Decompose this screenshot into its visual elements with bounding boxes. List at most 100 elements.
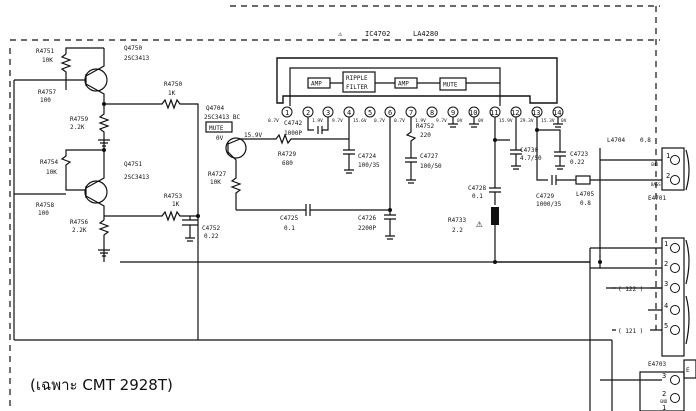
e4703-pin3-num: 3 — [664, 280, 668, 288]
ic-part: LA4280 — [413, 30, 438, 38]
c4730-ref: C4730 — [520, 147, 538, 154]
pin-13-voltage: 15.3V — [541, 118, 555, 124]
lower-connector-pin3-num: 3 — [662, 372, 666, 380]
q4750-ref: Q4750 — [124, 45, 142, 52]
c4730-value: 4.7/50 — [520, 155, 542, 162]
pin-5-voltage: 0.7V — [374, 118, 385, 124]
r4752-value: 220 — [420, 132, 431, 139]
ic-pin-3: 3 — [326, 109, 330, 117]
c4725-ref: C4725 — [280, 215, 298, 222]
c4742-symbol — [307, 117, 329, 134]
r4753-ref: R4753 — [164, 193, 182, 200]
ic-pin-12: 12 — [511, 109, 519, 117]
l4705-symbol — [575, 175, 591, 185]
pin-7-voltage: 1.9V — [415, 118, 426, 124]
c4726-symbol — [384, 117, 396, 240]
e4703-pin4-num: 4 — [664, 302, 668, 310]
e4703-pin2-num: 2 — [664, 260, 668, 268]
ic-internal-wiring — [289, 67, 501, 106]
e4703-ref: E4703 — [648, 361, 666, 368]
r4750-symbol — [104, 98, 199, 340]
pin-3-voltage: 9.7V — [332, 118, 343, 124]
r4753-value: 1K — [172, 201, 180, 208]
e4701-body — [661, 147, 685, 191]
pin-10-voltage: 0V — [478, 118, 484, 124]
r4733-value: 2.2 — [452, 227, 463, 234]
e4701-pin1-num: 1 — [666, 152, 670, 160]
model-footnote: (เฉพาะ CMT 2928T) — [30, 376, 173, 394]
e4701-pin2-label: BASS — [651, 182, 661, 187]
e4701-ref: E4701 — [648, 195, 666, 202]
c4727-value: 100/50 — [420, 163, 442, 170]
q4704-vc: 0V — [216, 135, 224, 142]
wire-r4733 — [494, 225, 590, 263]
lower-connector-pin1-num: 1 — [662, 404, 666, 411]
l4704-value: 0.8 — [640, 137, 651, 144]
c4725-symbol — [236, 204, 390, 216]
wire-pin11 — [494, 117, 510, 180]
r4753-symbol — [104, 210, 198, 222]
e4703-pin1-num: 1 — [664, 240, 668, 248]
r4759-symbol — [98, 104, 110, 140]
ic-body — [276, 57, 558, 104]
r4733-ref: R4733 — [448, 217, 466, 224]
r4756-ref: R4756 — [70, 219, 88, 226]
c4723-symbol — [536, 117, 566, 170]
c4727-ref: C4727 — [420, 153, 438, 160]
r4754-symbol — [60, 140, 105, 191]
ic-pin-13: 13 — [532, 109, 540, 117]
e4701-pin2-circle — [670, 175, 680, 185]
lower-connector-pin3-circle — [670, 375, 680, 385]
c4742-value: 1000P — [284, 130, 302, 137]
q4704-leads — [227, 138, 270, 170]
r4727-value: 10K — [210, 179, 221, 186]
c4742-ref: C4742 — [284, 120, 302, 127]
q4751-ref: Q4751 — [124, 161, 142, 168]
q4704-ve: 15.9V — [244, 132, 262, 139]
l4705-value: 0.8 — [580, 200, 591, 207]
r4751-value: 10K — [42, 57, 53, 64]
pin-12-voltage: 29.3V — [520, 118, 534, 124]
c4729-ref: C4729 — [536, 193, 554, 200]
gnd-pins-9-10 — [448, 117, 479, 128]
ic-amp1-label: AMP — [311, 81, 322, 88]
q4704-part: 2SC3413 BC — [204, 114, 241, 121]
warning-icon-r4733: ⚠ — [476, 217, 483, 230]
r4750-ref: R4750 — [164, 81, 182, 88]
r4729-ref: R4729 — [278, 151, 296, 158]
pin-9-voltage: 0V — [457, 118, 463, 124]
c4724-symbol — [343, 117, 355, 174]
r4756-symbol — [98, 219, 110, 250]
c4726-value: 2200P — [358, 225, 376, 232]
e4701-bracket — [685, 149, 690, 191]
wire-r4757 — [14, 79, 67, 90]
r4751-symbol — [60, 53, 86, 81]
c4730-symbol — [510, 117, 522, 170]
ic-pin-2: 2 — [306, 109, 310, 117]
l4705-ref: L4705 — [576, 191, 594, 198]
lower-connector-wiring — [589, 262, 662, 411]
r4750-value: 1K — [168, 90, 176, 97]
ic-pin-1: 1 — [285, 109, 289, 117]
pin-4-voltage: 15.6V — [353, 118, 367, 124]
ic-mute-label: MUTE — [443, 82, 458, 89]
c4752-ref: C4752 — [202, 225, 220, 232]
c4724-value: 100/35 — [358, 162, 380, 169]
c4729-value: 1000/35 — [536, 201, 562, 208]
e4703-pin4-circle — [670, 305, 680, 315]
r4752-ref: R4752 — [416, 123, 434, 130]
r4727-ref: R4727 — [208, 171, 226, 178]
ic-pins: 1 2 3 4 5 6 7 8 9 10 11 12 13 14 — [281, 106, 564, 118]
c4724-ref: C4724 — [358, 153, 376, 160]
c4725-value: 0.1 — [284, 225, 295, 232]
e4703-wiring — [590, 247, 662, 311]
c4729-symbol — [536, 130, 576, 185]
q4704-symbol — [225, 137, 247, 159]
ic-ripple-label2: FILTER — [346, 84, 368, 91]
e4703-pin5-circle — [670, 325, 680, 335]
warning-icon: ⚠ — [338, 30, 343, 38]
wire-top-left — [65, 47, 105, 60]
c4752-symbol — [182, 216, 198, 242]
e4703-pin5-num: 5 — [664, 322, 668, 330]
